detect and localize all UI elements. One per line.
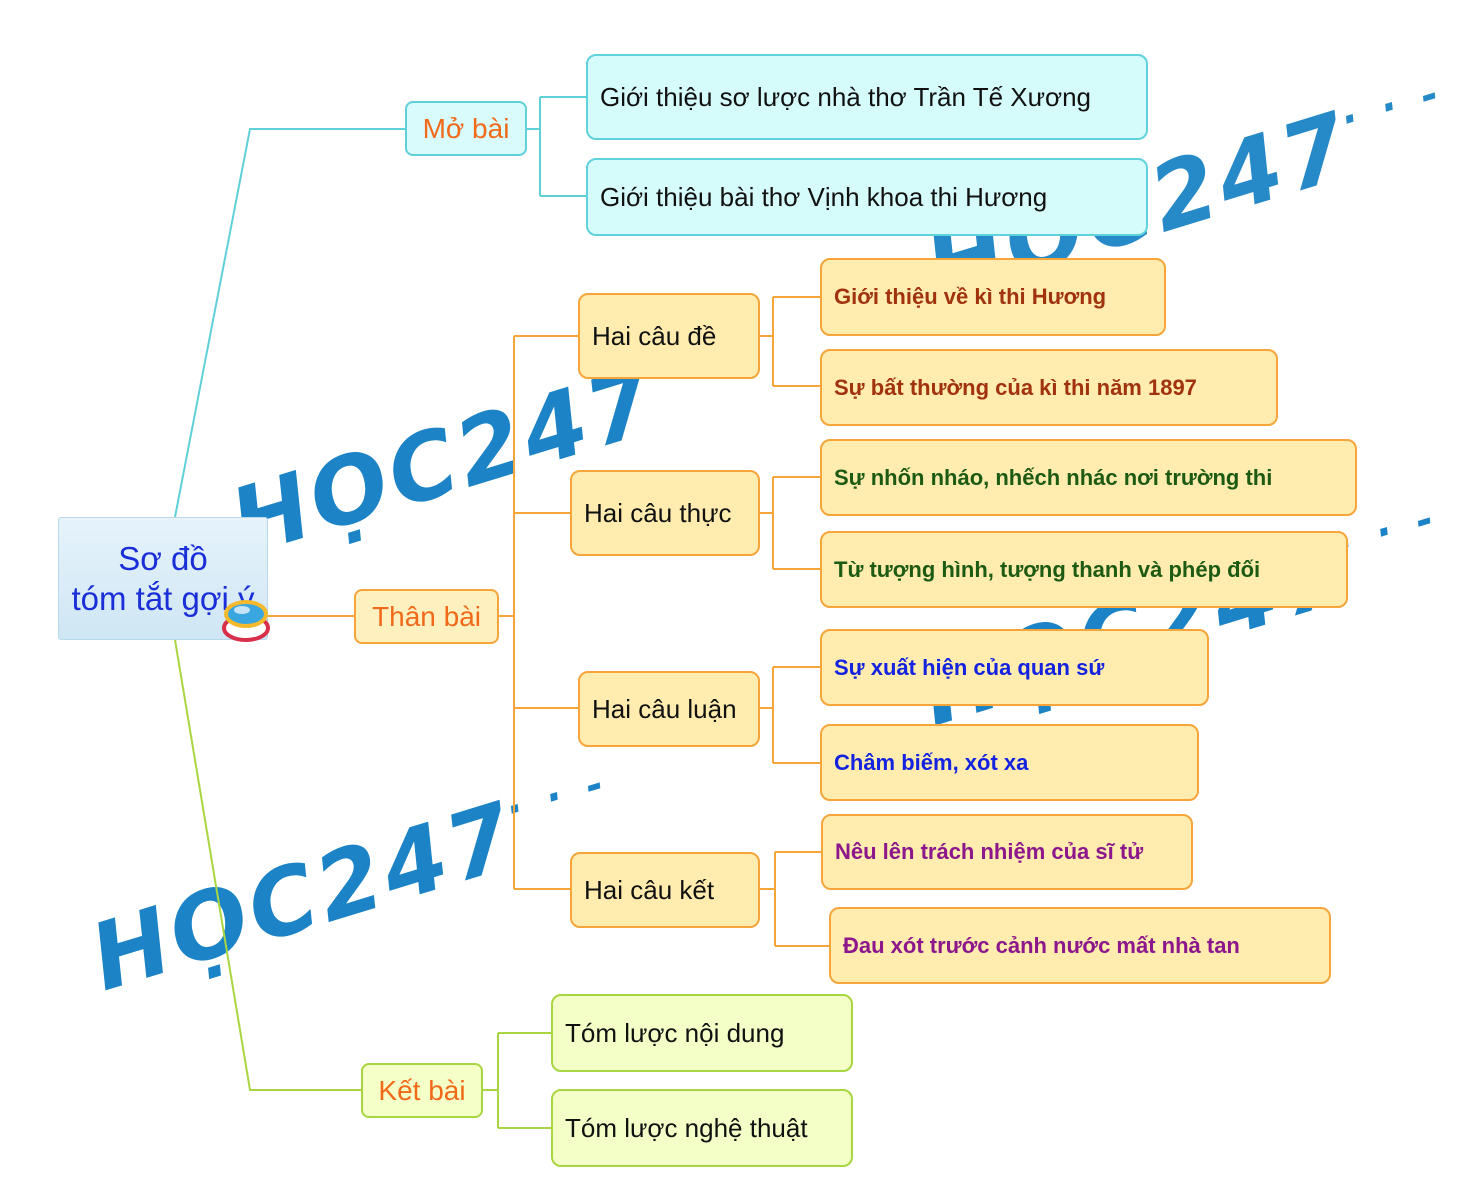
- connector-ket-bai-items: [483, 1032, 551, 1129]
- group-hai-cau-ket[interactable]: Hai câu kết: [570, 852, 760, 928]
- ket-bai-item-1[interactable]: Tóm lược nội dung: [551, 994, 853, 1072]
- mo-bai-item-2[interactable]: Giới thiệu bài thơ Vịnh khoa thi Hương: [586, 158, 1148, 236]
- ket-item-2[interactable]: Đau xót trước cảnh nước mất nhà tan: [829, 907, 1331, 984]
- root-title-line2: tóm tắt gợi ý: [71, 579, 255, 617]
- ket-item-1[interactable]: Nêu lên trách nhiệm của sĩ tử: [821, 814, 1193, 890]
- connector-mo-bai: [174, 128, 405, 518]
- thuc-item-2[interactable]: Từ tượng hình, tượng thanh và phép đối: [820, 531, 1348, 608]
- connector-de-items: [760, 296, 820, 387]
- globe-badge-icon: [222, 600, 270, 642]
- connector-than-bai-groups: [499, 335, 578, 890]
- connector-ket-items: [760, 851, 829, 947]
- section-mo-bai[interactable]: Mở bài: [405, 101, 527, 156]
- connector-luan-items: [760, 666, 820, 764]
- ket-bai-item-2[interactable]: Tóm lược nghệ thuật: [551, 1089, 853, 1167]
- connector-ket-bai: [174, 639, 361, 1091]
- thuc-item-1[interactable]: Sự nhốn nháo, nhếch nhác nơi trường thi: [820, 439, 1357, 516]
- root-title-line1: Sơ đồ: [118, 539, 208, 577]
- luan-item-2[interactable]: Châm biếm, xót xa: [820, 724, 1199, 801]
- luan-item-1[interactable]: Sự xuất hiện của quan sứ: [820, 629, 1209, 706]
- group-hai-cau-thuc[interactable]: Hai câu thực: [570, 470, 760, 556]
- group-hai-cau-de[interactable]: Hai câu đề: [578, 293, 760, 379]
- connector-thuc-items: [760, 476, 820, 570]
- section-than-bai[interactable]: Thân bài: [354, 589, 499, 644]
- de-item-1[interactable]: Giới thiệu về kì thi Hương: [820, 258, 1166, 336]
- group-hai-cau-luan[interactable]: Hai câu luận: [578, 671, 760, 747]
- de-item-2[interactable]: Sự bất thường của kì thi năm 1897: [820, 349, 1278, 426]
- root-node[interactable]: Sơ đồ tóm tắt gợi ý: [58, 517, 268, 640]
- mo-bai-item-1[interactable]: Giới thiệu sơ lược nhà thơ Trần Tế Xương: [586, 54, 1148, 140]
- section-ket-bai[interactable]: Kết bài: [361, 1063, 483, 1118]
- connector-mo-bai-items: [527, 96, 586, 197]
